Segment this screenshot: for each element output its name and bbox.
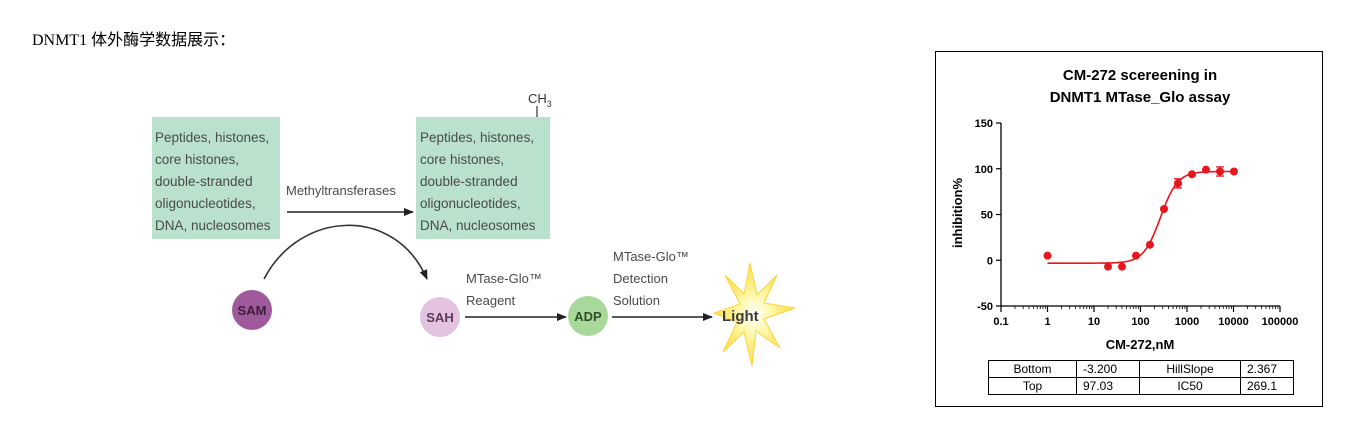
x-tick-label: 1000 (1175, 316, 1199, 328)
x-tick-label: 10 (1088, 316, 1100, 328)
data-point (1145, 240, 1154, 249)
sam-to-sah-arrow (263, 224, 428, 280)
detection-line: MTase-Glo™ (613, 249, 689, 264)
table-row: Bottom -3.200 HillSlope 2.367 (988, 360, 1294, 378)
data-point (1043, 251, 1052, 260)
reagent-line: MTase-Glo™ (466, 271, 542, 286)
sah-node (420, 297, 460, 337)
x-tick-label: 0.1 (993, 316, 1008, 328)
data-point (1103, 262, 1112, 271)
substrate-line: core histones, (155, 152, 239, 167)
data-point (1131, 251, 1140, 260)
param-label: Bottom (988, 360, 1077, 378)
methylated-line: DNA, nucleosomes (420, 218, 536, 233)
methyl-subscript: 3 (547, 99, 552, 109)
data-point (1187, 170, 1196, 179)
enzyme-label: Methyltransferases (286, 183, 396, 198)
y-axis-label: inhibition% (950, 178, 965, 248)
detection-line: Detection (613, 271, 668, 286)
param-label: IC50 (1139, 377, 1241, 395)
data-point (1201, 165, 1210, 174)
x-tick-label: 1 (1044, 316, 1050, 328)
table-row: Top 97.03 IC50 269.1 (988, 377, 1294, 395)
y-tick-label: 0 (987, 255, 993, 267)
data-point (1159, 205, 1168, 214)
dose-response-panel: CM-272 scereening in DNMT1 MTase_Glo ass… (935, 51, 1323, 407)
methyl-group: CH3 (528, 91, 552, 109)
methylated-line: oligonucleotides, (420, 196, 521, 211)
y-tick-label: -50 (977, 301, 993, 313)
adp-label: ADP (574, 309, 602, 324)
y-tick-label: 50 (981, 210, 993, 222)
adp-node (568, 296, 608, 336)
data-point (1173, 179, 1182, 188)
methylated-line: core histones, (420, 152, 504, 167)
param-value: 97.03 (1076, 377, 1140, 395)
chart-title-line-2: DNMT1 MTase_Glo assay (1050, 89, 1231, 106)
data-point (1215, 167, 1224, 176)
light-burst-icon (712, 262, 796, 367)
detection-label: MTase-Glo™ Detection Solution (613, 249, 692, 308)
reagent-line: Reagent (466, 293, 516, 308)
mtase-glo-scheme: Peptides, histones, core histones, doubl… (152, 91, 796, 367)
param-value: 269.1 (1240, 377, 1294, 395)
substrate-box (152, 117, 280, 239)
y-tick-label: 100 (975, 164, 993, 176)
param-value: -3.200 (1076, 360, 1140, 378)
detection-line: Solution (613, 293, 660, 308)
x-tick-label: 100000 (1262, 316, 1299, 328)
y-tick-label: 150 (975, 118, 993, 130)
x-axis-label: CM-272,nM (1106, 337, 1175, 352)
substrate-line: oligonucleotides, (155, 196, 256, 211)
data-point (1117, 262, 1126, 271)
fit-curve (1047, 170, 1234, 264)
substrate-text: Peptides, histones, core histones, doubl… (155, 130, 273, 233)
param-value: 2.367 (1240, 360, 1294, 378)
data-point (1229, 167, 1238, 176)
methylated-line: Peptides, histones, (420, 130, 534, 145)
dose-response-chart: CM-272 scereening in DNMT1 MTase_Glo ass… (950, 67, 1299, 352)
sah-label: SAH (426, 310, 453, 325)
reagent-label: MTase-Glo™ Reagent (466, 271, 545, 308)
methylated-line: double-stranded (420, 174, 518, 189)
substrate-line: DNA, nucleosomes (155, 218, 271, 233)
fit-parameters-table: Bottom -3.200 HillSlope 2.367 Top 97.03 … (988, 360, 1294, 395)
param-label: Top (988, 377, 1077, 395)
substrate-line: Peptides, histones, (155, 130, 269, 145)
sam-label: SAM (238, 303, 267, 318)
chart-title-line-1: CM-272 scereening in (1063, 67, 1217, 84)
methylated-text: Peptides, histones, core histones, doubl… (420, 130, 538, 233)
x-tick-label: 100 (1131, 316, 1149, 328)
sam-node (232, 290, 272, 330)
substrate-line: double-stranded (155, 174, 253, 189)
page-heading: DNMT1 体外酶学数据展示： (32, 32, 236, 49)
light-label: Light (722, 308, 759, 325)
x-tick-label: 10000 (1218, 316, 1249, 328)
methylated-box (416, 117, 550, 239)
param-label: HillSlope (1139, 360, 1241, 378)
